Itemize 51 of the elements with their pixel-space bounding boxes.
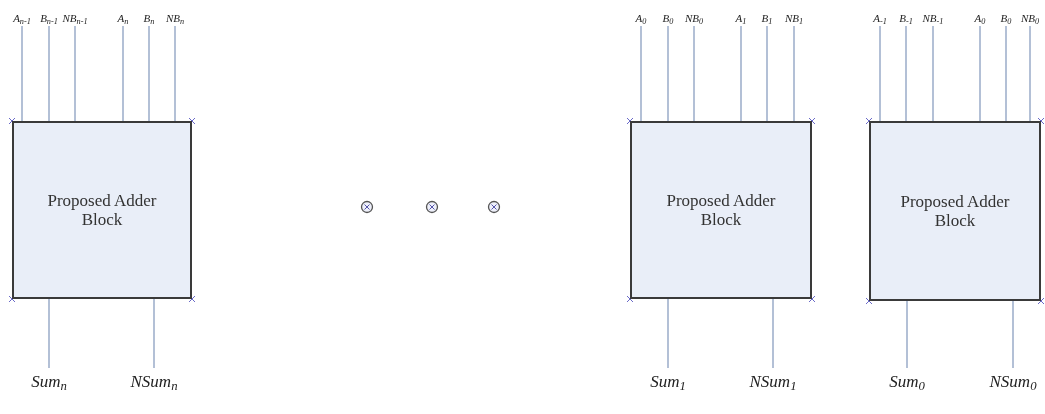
signal-label: NB$_{1}$	[784, 10, 804, 26]
connector-line	[174, 25, 176, 122]
connector-line	[640, 25, 642, 122]
signal-label: NSum$_{n}$	[130, 370, 178, 394]
signal-label: A$_{1}$	[735, 10, 747, 26]
connector-line	[74, 25, 76, 122]
connector-line	[667, 25, 669, 122]
connector-line	[905, 25, 907, 122]
connector-line	[48, 298, 50, 369]
signal-label: B$_{0}$	[662, 10, 674, 26]
signal-label: A$_{n-1}$	[13, 10, 31, 26]
signal-label: B$_{1}$	[761, 10, 773, 26]
connector-line	[148, 25, 150, 122]
connector-line	[693, 25, 695, 122]
connector-line	[667, 298, 669, 369]
signal-label: NSum$_{0}$	[989, 370, 1037, 394]
connector-line	[906, 300, 908, 369]
signal-label: A$_{0}$	[974, 10, 986, 26]
connector-line	[153, 298, 155, 369]
connector-line	[772, 298, 774, 369]
signal-label: A$_{0}$	[635, 10, 647, 26]
signal-label: Sum$_{0}$	[889, 370, 925, 394]
signal-label: NB$_{0}$	[684, 10, 704, 26]
signal-label: NSum$_{1}$	[749, 370, 797, 394]
connector-line	[793, 25, 795, 122]
signal-label: NB$_{-1}$	[922, 10, 944, 26]
connector-line	[766, 25, 768, 122]
signal-label: NB$_{0}$	[1020, 10, 1040, 26]
signal-label: NB$_{n}$	[165, 10, 185, 26]
connector-line	[932, 25, 934, 122]
connector-line	[21, 25, 23, 122]
signal-label: B$_{n}$	[143, 10, 155, 26]
signal-label: B$_{-1}$	[899, 10, 913, 26]
signal-label: Sum$_{n}$	[31, 370, 67, 394]
connector-line	[979, 25, 981, 122]
signal-label: A$_{-1}$	[873, 10, 887, 26]
block-label: Proposed Adder Block	[47, 191, 157, 229]
signal-label: B$_{0}$	[1000, 10, 1012, 26]
block-label: Proposed Adder Block	[900, 192, 1010, 230]
connector-line	[48, 25, 50, 122]
connector-line	[740, 25, 742, 122]
connector-line	[879, 25, 881, 122]
signal-label: B$_{n-1}$	[40, 10, 58, 26]
signal-label: Sum$_{1}$	[650, 370, 686, 394]
block-label: Proposed Adder Block	[666, 191, 776, 229]
connector-line	[1029, 25, 1031, 122]
signal-label: A$_{n}$	[117, 10, 129, 26]
connector-line	[1012, 300, 1014, 369]
connector-line	[1005, 25, 1007, 122]
connector-line	[122, 25, 124, 122]
signal-label: NB$_{n-1}$	[62, 10, 88, 26]
